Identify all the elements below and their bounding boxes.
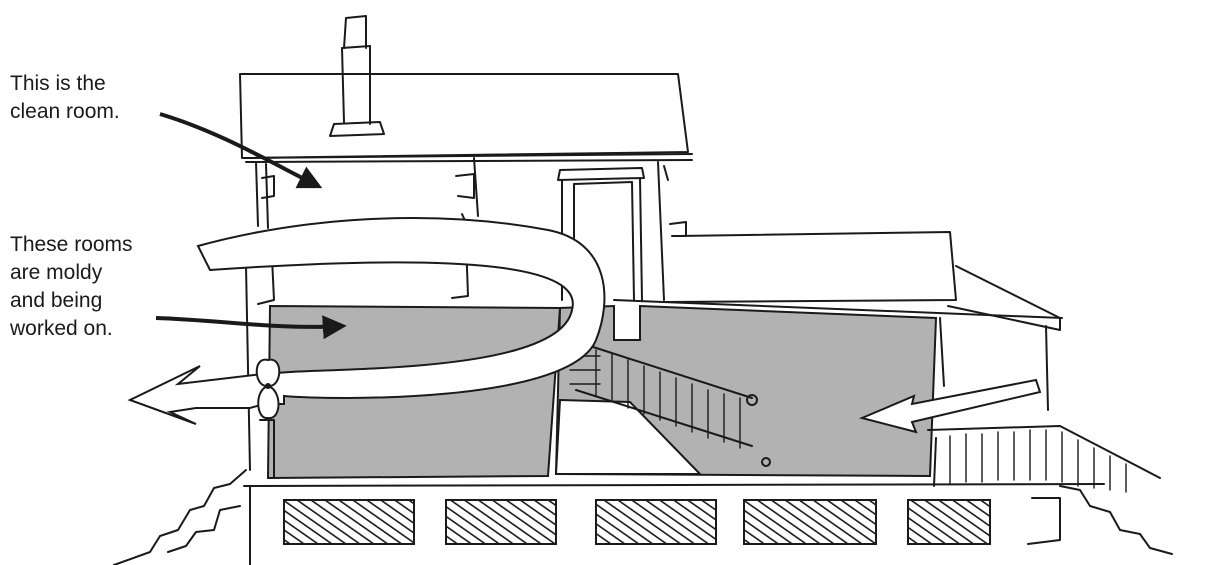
porch-steps bbox=[928, 426, 1160, 492]
callout-arrows bbox=[156, 114, 342, 327]
footing-1 bbox=[284, 500, 414, 544]
clean-room-callout-arrow bbox=[160, 114, 318, 186]
footing-4 bbox=[744, 500, 876, 544]
footing-5 bbox=[908, 500, 990, 544]
chimney bbox=[330, 16, 384, 136]
foundation bbox=[244, 484, 1104, 565]
footing-2 bbox=[446, 500, 556, 544]
upper-roof bbox=[240, 74, 692, 162]
footing-3 bbox=[596, 500, 716, 544]
